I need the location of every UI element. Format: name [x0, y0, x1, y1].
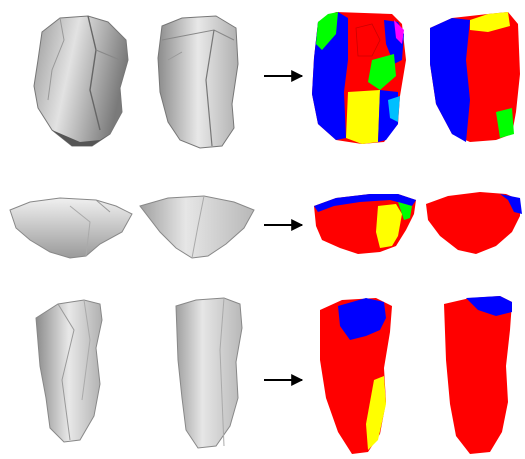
row-1-scan-front	[34, 16, 128, 146]
row-2	[10, 192, 522, 258]
row-2-segmented-back	[426, 192, 522, 254]
row-2-scan-back	[140, 196, 254, 258]
row-2-segmented-front	[314, 194, 416, 254]
row-3-segmented-front	[320, 298, 392, 454]
row-1-scan-back	[158, 16, 238, 148]
row-1-segmented-front	[312, 12, 406, 144]
row-3	[36, 296, 512, 454]
row-1-segmented-back	[430, 12, 520, 142]
row-3-scan-back	[176, 298, 242, 448]
row-2-scan-front	[10, 198, 132, 258]
row-3-segmented-back	[444, 296, 512, 454]
row-3-scan-front	[36, 300, 102, 442]
row-1	[34, 12, 520, 148]
